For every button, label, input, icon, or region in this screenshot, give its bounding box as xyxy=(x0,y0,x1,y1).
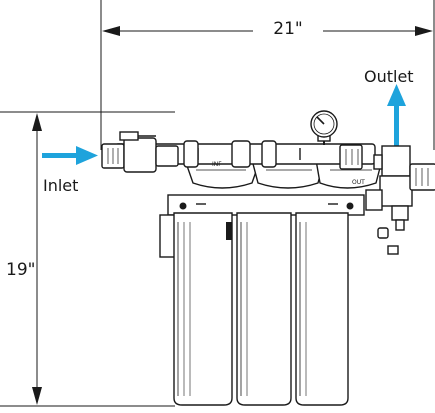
inlet-arrow xyxy=(42,146,98,165)
filter-cartridge-3 xyxy=(295,212,349,406)
width-dimension-label: 21" xyxy=(253,19,323,39)
pressure-gauge xyxy=(310,110,338,145)
filter-head-3 xyxy=(315,159,383,189)
inlet-valve-body xyxy=(123,137,157,173)
outlet-tee xyxy=(381,145,411,177)
outlet-label: Outlet xyxy=(364,67,414,86)
width-arrowhead-left xyxy=(102,26,120,36)
outlet-fitting xyxy=(409,163,435,191)
height-dimension xyxy=(0,111,175,407)
outlet-arrow xyxy=(387,84,406,148)
filter-assembly xyxy=(101,110,435,406)
bracket-side-left xyxy=(159,214,176,258)
height-arrowhead-top xyxy=(32,113,42,131)
mounting-bracket xyxy=(167,194,365,216)
height-arrowhead-bottom xyxy=(32,387,42,405)
filter-cartridge-1 xyxy=(173,212,233,406)
filter-cartridge-2 xyxy=(236,212,292,406)
head-marking-inf: INF xyxy=(212,161,222,168)
height-dimension-label: 19" xyxy=(6,258,36,282)
width-arrowhead-right xyxy=(415,26,433,36)
head-marking-out: OUT xyxy=(352,179,365,186)
inlet-label: Inlet xyxy=(43,176,79,195)
